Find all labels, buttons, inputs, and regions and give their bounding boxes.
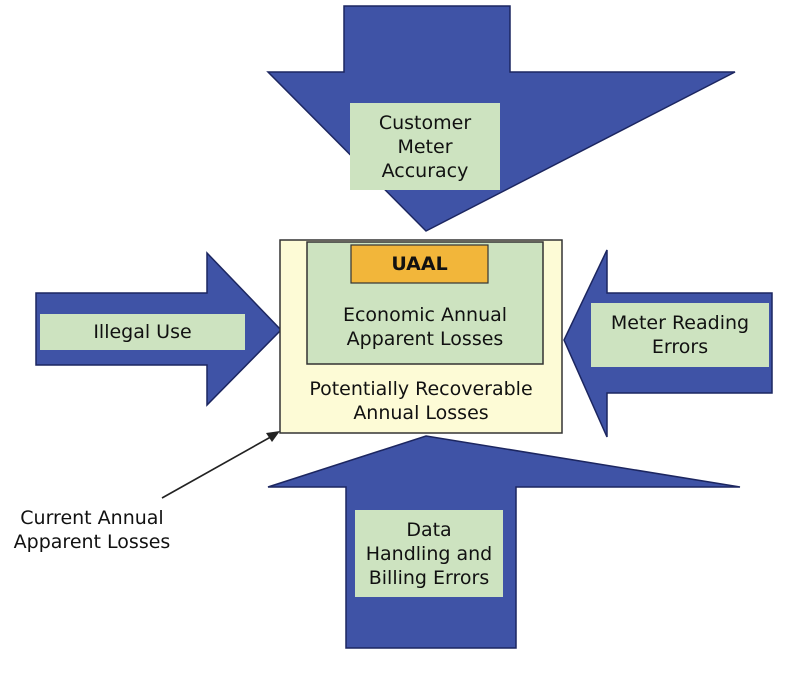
economic-annual-apparent-losses-label-line: Apparent Losses	[346, 328, 504, 350]
customer-meter-accuracy-label-line: Accuracy	[381, 159, 469, 182]
current-annual-apparent-losses-label-line: Apparent Losses	[13, 531, 171, 553]
uaal-label: UAAL	[391, 253, 448, 275]
potentially-recoverable-annual-losses-label-line: Potentially Recoverable	[309, 378, 533, 400]
callout-pointer-line	[161, 433, 277, 499]
economic-annual-apparent-losses-label-line: Economic Annual	[342, 304, 508, 326]
callout-arrowhead	[266, 431, 280, 442]
meter-reading-errors-label-line: Errors	[651, 336, 709, 358]
illegal-use-label: Illegal Use	[40, 314, 245, 350]
top-arrow	[266, 5, 736, 232]
uaal-box	[350, 244, 489, 284]
data-handling-billing-errors-label-line: Billing Errors	[368, 566, 490, 589]
meter-reading-errors-label-line: Meter Reading	[610, 312, 750, 334]
customer-meter-accuracy-label-line: Customer	[378, 111, 472, 134]
data-handling-billing-errors-label-line: Handling and	[365, 542, 493, 565]
bottom-arrow	[267, 435, 741, 649]
data-handling-billing-errors-label-line: Data	[406, 518, 452, 541]
potentially-recoverable-annual-losses-label-line: Annual Losses	[353, 402, 489, 424]
illegal-use-label-line: Illegal Use	[93, 321, 192, 343]
customer-meter-accuracy-label-line: Meter	[397, 135, 453, 158]
current-annual-apparent-losses-label-line: Current Annual	[20, 507, 164, 529]
